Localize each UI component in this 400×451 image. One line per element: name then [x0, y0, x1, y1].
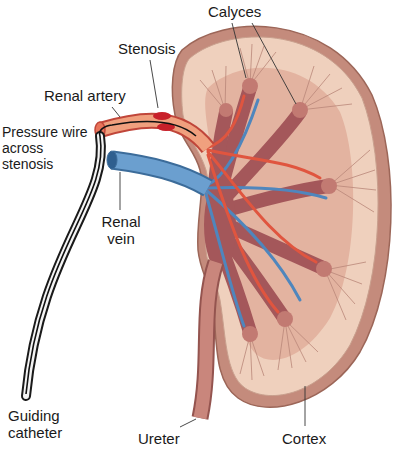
part-label: Guiding catheter: [8, 407, 80, 441]
part-label: Calyces: [208, 3, 261, 20]
stenosis-plaque: [153, 112, 171, 120]
ureter: [200, 262, 216, 418]
leader-line: [112, 23, 305, 427]
ureter: [200, 262, 216, 418]
part-label: Stenosis: [118, 40, 176, 57]
renal-vein: [107, 151, 117, 169]
part-label: Pressure wire across stenosis: [2, 124, 94, 172]
renal-vein: [112, 160, 208, 188]
guiding-catheter: [26, 136, 101, 396]
part-label: Renal vein: [96, 213, 146, 247]
pyramid-striations: [200, 44, 376, 380]
part-label: Renal artery: [44, 87, 126, 104]
renal-vein-branches: [206, 100, 326, 326]
renal-artery-branches: [206, 96, 320, 312]
renal-vein: [112, 160, 208, 188]
part-label: Ureter: [138, 430, 180, 447]
kidney-medulla: [205, 68, 353, 360]
part-label: Cortex: [282, 430, 326, 447]
guiding-catheter: [26, 136, 101, 396]
